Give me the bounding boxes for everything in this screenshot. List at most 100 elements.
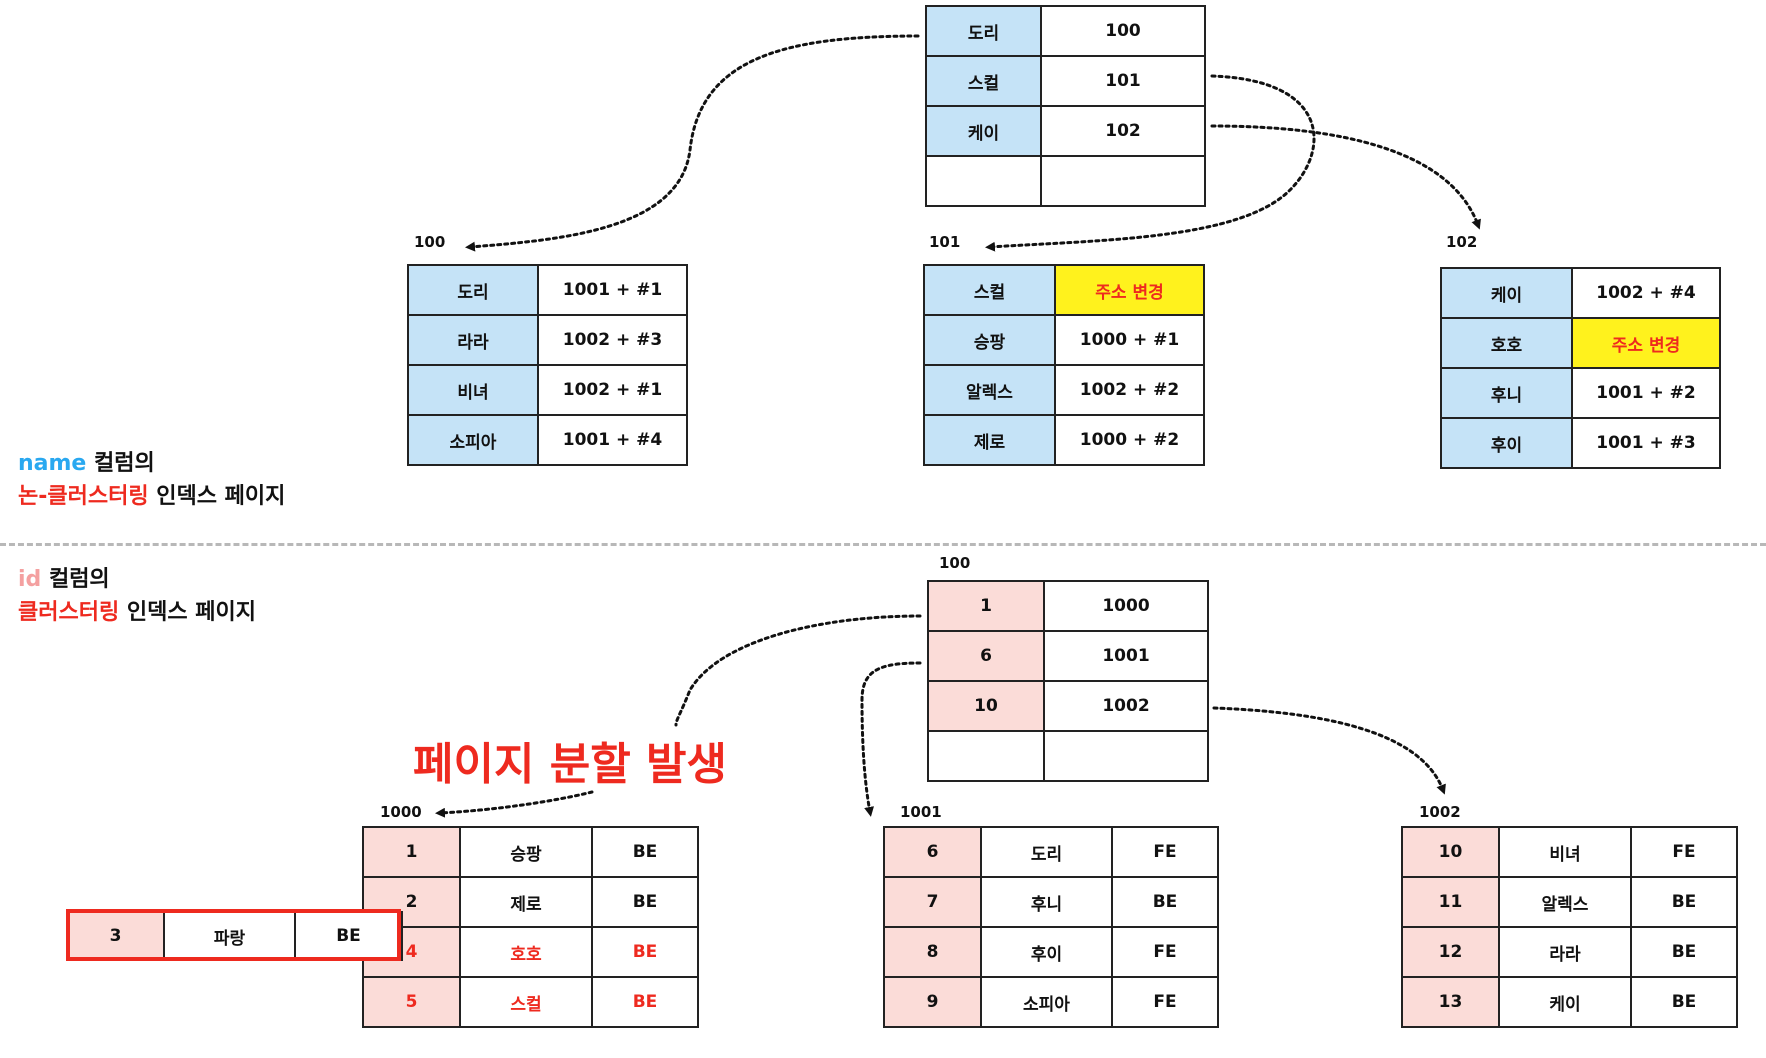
data-page-label: 1000 bbox=[380, 803, 422, 821]
row-team-moved: BE bbox=[591, 976, 699, 1028]
leaf-value: 1001 + #3 bbox=[1571, 417, 1721, 469]
row-id: 9 bbox=[883, 976, 982, 1028]
title-text: 인덱스 페이지 bbox=[148, 484, 286, 509]
index-type-highlight: 클러스터링 bbox=[18, 600, 120, 625]
row-name: 라라 bbox=[1498, 926, 1632, 978]
leaf-key: 승팡 bbox=[923, 314, 1056, 366]
column-name-highlight: name bbox=[18, 451, 87, 476]
leaf-key: 스컬 bbox=[923, 264, 1056, 316]
data-page-label: 1001 bbox=[900, 803, 942, 821]
leaf-key: 소피아 bbox=[407, 414, 539, 466]
root-key bbox=[925, 155, 1042, 207]
row-team: BE bbox=[1111, 876, 1219, 928]
leaf-value: 1000 + #1 bbox=[1054, 314, 1205, 366]
arrow-root-to-page-1002 bbox=[1212, 706, 1446, 795]
root-key: 케이 bbox=[925, 105, 1042, 157]
leaf-key: 후니 bbox=[1440, 367, 1573, 419]
clustered-section-title: id 컬럼의 클러스터링 인덱스 페이지 bbox=[18, 563, 256, 629]
row-team: BE bbox=[591, 826, 699, 878]
leaf-value: 1002 + #3 bbox=[537, 314, 688, 366]
root-pointer: 1001 bbox=[1043, 630, 1209, 682]
row-team: FE bbox=[1630, 826, 1738, 878]
inserted-row-id: 3 bbox=[66, 911, 165, 961]
leaf-key: 후이 bbox=[1440, 417, 1573, 469]
root-pointer: 100 bbox=[1040, 5, 1206, 57]
leaf-key: 알렉스 bbox=[923, 364, 1056, 416]
row-id: 13 bbox=[1401, 976, 1500, 1028]
row-name: 비녀 bbox=[1498, 826, 1632, 878]
leaf-value: 1002 + #2 bbox=[1054, 364, 1205, 416]
title-text: 컬럼의 bbox=[86, 451, 155, 476]
leaf-page-label: 100 bbox=[414, 233, 446, 251]
leaf-key: 라라 bbox=[407, 314, 539, 366]
leaf-key: 도리 bbox=[407, 264, 539, 316]
row-team: FE bbox=[1111, 826, 1219, 878]
row-id: 8 bbox=[883, 926, 982, 978]
row-id: 7 bbox=[883, 876, 982, 928]
arrow-split-to-page-1000 bbox=[435, 790, 594, 818]
leaf-value: 1001 + #1 bbox=[537, 264, 688, 316]
leaf-key: 비녀 bbox=[407, 364, 539, 416]
row-id-moved: 5 bbox=[362, 976, 461, 1028]
root-pointer bbox=[1043, 730, 1209, 782]
leaf-key: 호호 bbox=[1440, 317, 1573, 369]
leaf-key: 제로 bbox=[923, 414, 1056, 466]
root-key: 스컬 bbox=[925, 55, 1042, 107]
leaf-value: 1002 + #1 bbox=[537, 364, 688, 416]
row-id: 12 bbox=[1401, 926, 1500, 978]
leaf-value: 1000 + #2 bbox=[1054, 414, 1205, 466]
section-divider bbox=[0, 543, 1766, 546]
root-pointer bbox=[1040, 155, 1206, 207]
row-team: FE bbox=[1111, 926, 1219, 978]
arrow-root-to-page-1000 bbox=[674, 614, 922, 727]
leaf-page-label: 102 bbox=[1446, 233, 1478, 251]
leaf-value: 1001 + #2 bbox=[1571, 367, 1721, 419]
row-team: BE bbox=[1630, 976, 1738, 1028]
row-id: 10 bbox=[1401, 826, 1500, 878]
row-name: 케이 bbox=[1498, 976, 1632, 1028]
title-text: 인덱스 페이지 bbox=[119, 600, 256, 625]
row-team-moved: BE bbox=[591, 926, 699, 978]
row-team: BE bbox=[1630, 876, 1738, 928]
leaf-value-address-changed: 주소 변경 bbox=[1571, 317, 1721, 369]
root-pointer: 101 bbox=[1040, 55, 1206, 107]
root-page-label: 100 bbox=[939, 554, 971, 572]
leaf-value: 1001 + #4 bbox=[537, 414, 688, 466]
row-name-moved: 스컬 bbox=[459, 976, 593, 1028]
page-split-label: 페이지 분할 발생 bbox=[413, 739, 727, 790]
nonclustered-section-title: name 컬럼의 논-클러스터링 인덱스 페이지 bbox=[18, 447, 285, 513]
title-text: 컬럼의 bbox=[41, 567, 110, 592]
root-key: 10 bbox=[927, 680, 1045, 732]
row-name: 제로 bbox=[459, 876, 593, 928]
leaf-key: 케이 bbox=[1440, 267, 1573, 319]
row-name: 알렉스 bbox=[1498, 876, 1632, 928]
arrow-root-to-leaf-102 bbox=[1210, 124, 1481, 230]
row-name-moved: 호호 bbox=[459, 926, 593, 978]
row-name: 후니 bbox=[980, 876, 1113, 928]
root-key: 1 bbox=[927, 580, 1045, 632]
inserted-row-name: 파랑 bbox=[163, 911, 296, 961]
row-id: 11 bbox=[1401, 876, 1500, 928]
root-key: 도리 bbox=[925, 5, 1042, 57]
leaf-value-address-changed: 주소 변경 bbox=[1054, 264, 1205, 316]
root-key: 6 bbox=[927, 630, 1045, 682]
root-key bbox=[927, 730, 1045, 782]
leaf-page-label: 101 bbox=[929, 233, 961, 251]
row-team: BE bbox=[1630, 926, 1738, 978]
row-team: BE bbox=[591, 876, 699, 928]
index-type-highlight: 논-클러스터링 bbox=[18, 484, 149, 509]
row-id: 1 bbox=[362, 826, 461, 878]
arrow-root-to-leaf-101 bbox=[985, 74, 1316, 252]
row-id: 6 bbox=[883, 826, 982, 878]
root-pointer: 1000 bbox=[1043, 580, 1209, 632]
row-name: 승팡 bbox=[459, 826, 593, 878]
